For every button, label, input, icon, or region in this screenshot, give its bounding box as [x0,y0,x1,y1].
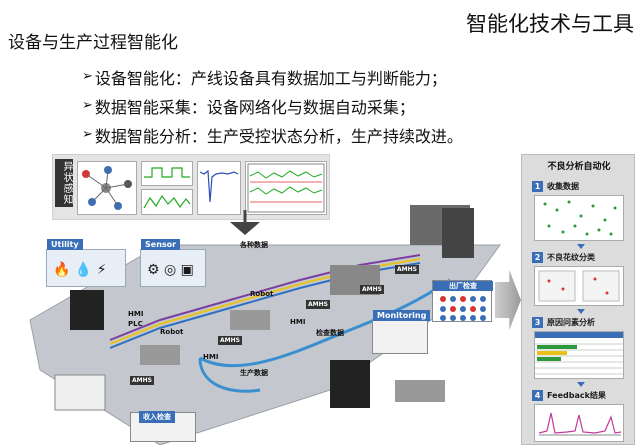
step-arrow-icon [577,244,585,249]
page-subtitle: 设备与生产过程智能化 [8,33,178,53]
sensor-icons: ⚙ ◎ ▣ [147,262,194,278]
robot-label: Robot [250,290,274,298]
step-number: 4 [532,390,543,401]
hmi-label: HMI [128,310,144,318]
amhs-chip: AMHS [395,265,419,274]
data-collection-image [534,195,624,241]
bullet-arrow-icon: ➢ [82,127,93,142]
amhs-chip: AMHS [306,300,330,309]
monitoring-chart [245,161,327,215]
waveform-chart-1 [141,161,193,186]
feedback-result-chart [534,404,624,442]
outbound-inspection-label: 出厂检查 [433,281,493,291]
step-number: 2 [532,252,543,263]
cause-analysis-table [534,331,624,379]
defect-analysis-panel: 不良分析自动化 1 收集数据 2 不良花纹分类 3 原因问素分析 [521,154,635,445]
page-title: 智能化技术与工具 [466,12,634,36]
analysis-step: 3 原因问素分析 [532,317,595,328]
production-data-label: 生产数据 [240,369,268,377]
step-label: 不良花纹分类 [547,253,595,262]
anomaly-sensing-label: 异状感知 [55,159,73,207]
defect-classification-image [534,266,624,306]
amhs-chip: AMHS [360,285,384,294]
bullet-arrow-icon: ➢ [82,98,93,113]
monitoring-label: Monitoring [373,310,431,321]
waveform-chart-2 [141,189,193,215]
bullet-arrow-icon: ➢ [82,69,93,84]
network-nodes-icon [82,166,132,210]
bullet-text: 数据智能采集：设备网络化与数据自动采集； [94,97,415,117]
bullet-item: ➢数据智能采集：设备网络化与数据自动采集； [82,91,463,120]
various-data-label: 各种数据 [240,241,268,249]
wafer-map-grid [440,296,486,321]
inspection-data-label: 检查数据 [316,329,344,337]
step-number: 3 [532,317,543,328]
utility-box: Utility 🔥 💧 ⚡ [46,239,126,287]
anomaly-sensing-panel: 异状感知 [52,154,330,220]
step-arrow-icon [577,382,585,387]
factory-diagram: 异状感知 [0,150,640,445]
bullet-list: ➢设备智能化：产线设备具有数据加工与判断能力； ➢数据智能采集：设备网络化与数据… [82,62,463,149]
plc-label: PLC [128,320,143,328]
amhs-chip: AMHS [218,336,242,345]
utility-icons: 🔥 💧 ⚡ [53,262,107,278]
step-number: 1 [532,181,543,192]
incoming-inspection-label: 收入检查 [139,411,175,423]
incoming-inspection-box: 收入检查 [130,411,196,442]
bullet-text: 设备智能化：产线设备具有数据加工与判断能力； [94,68,447,88]
bullet-text: 数据智能分析：生产受控状态分析，生产持续改进。 [94,126,463,146]
sensor-label: Sensor [141,239,181,250]
step-label: Feedback结果 [547,391,606,400]
amhs-chip: AMHS [130,376,154,385]
robot-label: Robot [160,328,184,336]
monitoring-box: Monitoring [372,310,431,354]
trend-chart [197,161,241,215]
outbound-inspection-box: 出厂检查 [432,280,493,322]
sensor-box: Sensor ⚙ ◎ ▣ [140,239,206,287]
step-label: 收集数据 [547,182,579,191]
defect-analysis-title: 不良分析自动化 [547,162,611,172]
utility-label: Utility [47,239,83,250]
analysis-step: 1 收集数据 [532,181,579,192]
sensor-network-image [77,161,137,215]
step-label: 原因问素分析 [547,318,595,327]
bullet-item: ➢设备智能化：产线设备具有数据加工与判断能力； [82,62,463,91]
bullet-item: ➢数据智能分析：生产受控状态分析，生产持续改进。 [82,120,463,149]
analysis-step: 4 Feedback结果 [532,390,606,401]
analysis-step: 2 不良花纹分类 [532,252,595,263]
step-arrow-icon [577,309,585,314]
hmi-label: HMI [290,318,306,326]
hmi-label: HMI [203,353,219,361]
